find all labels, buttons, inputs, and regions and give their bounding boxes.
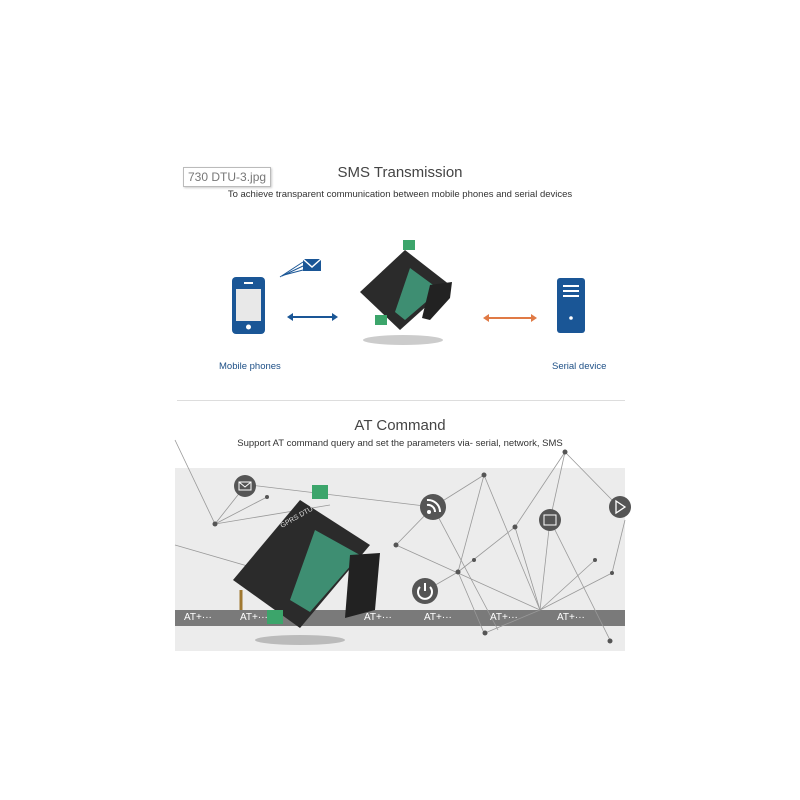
- sms-subtitle: To achieve transparent communication bet…: [227, 189, 573, 200]
- serial-device-label: Serial device: [552, 361, 607, 372]
- at-command-1: AT+···: [184, 612, 212, 623]
- gprs-dtu-device-top: [360, 240, 452, 345]
- envelope-icon: [279, 258, 322, 278]
- bidirectional-arrow-left: [287, 313, 338, 321]
- power-icon: [412, 578, 438, 604]
- bidirectional-arrow-right: [483, 314, 537, 322]
- at-subtitle: Support AT command query and set the par…: [237, 438, 563, 449]
- sms-title: SMS Transmission: [337, 164, 463, 181]
- at-command-5: AT+···: [490, 612, 518, 623]
- server-icon: [557, 278, 585, 333]
- mail-icon: [234, 475, 256, 497]
- at-command-3: AT+···: [364, 612, 392, 623]
- mobile-phones-label: Mobile phones: [219, 361, 281, 372]
- gprs-dtu-device-main: GPRS DTU: [233, 485, 380, 645]
- filename-tooltip: 730 DTU-3.jpg: [183, 167, 272, 187]
- sync-icon: [539, 509, 561, 531]
- at-command-6: AT+···: [557, 612, 585, 623]
- wifi-icon: [420, 494, 446, 520]
- at-command-2: AT+···: [240, 612, 268, 623]
- section-divider: [177, 400, 625, 401]
- at-command-4: AT+···: [424, 612, 452, 623]
- at-title: AT Command: [354, 417, 446, 434]
- play-icon: [609, 496, 631, 518]
- phone-icon: [232, 277, 265, 334]
